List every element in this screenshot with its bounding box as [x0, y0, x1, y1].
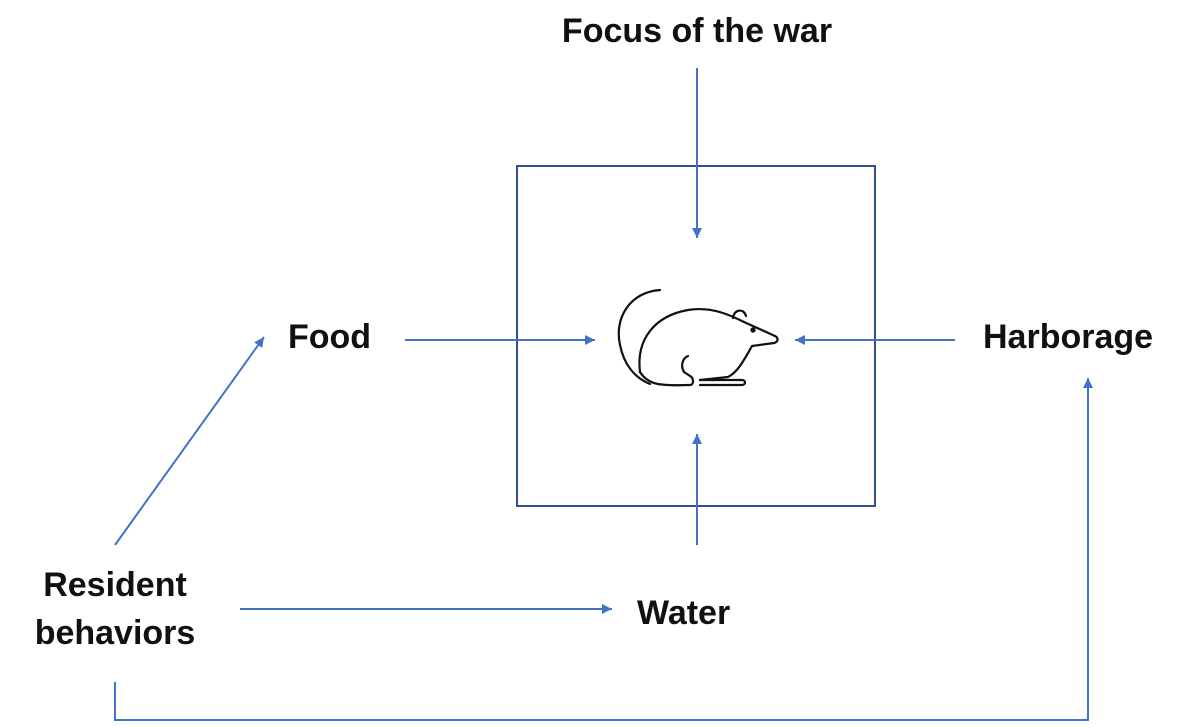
resident-behaviors-line2: behaviors — [34, 613, 196, 652]
water-label: Water — [637, 594, 731, 632]
rat-icon — [617, 288, 779, 387]
food-label: Food — [288, 318, 372, 356]
arrow-resident-to-food — [114, 336, 265, 546]
harborage-label: Harborage — [983, 318, 1154, 356]
arrow-resident-to-harborage — [114, 378, 1093, 721]
resident-behaviors-label: Resident behaviors — [10, 562, 220, 657]
resident-behaviors-line1: Resident — [43, 566, 187, 604]
focus-of-the-war-label: Focus of the war — [561, 12, 833, 50]
